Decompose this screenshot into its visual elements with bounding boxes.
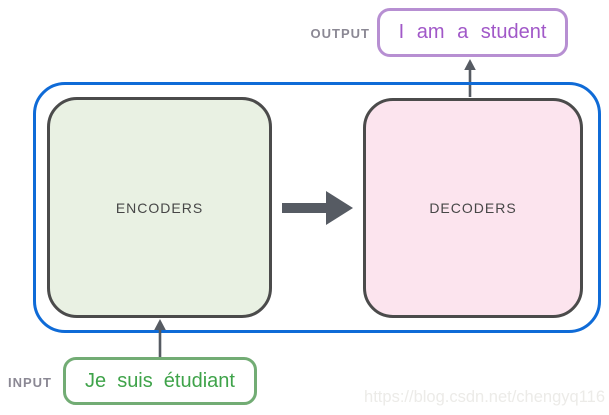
input-word: étudiant	[163, 369, 235, 392]
output-sentence-box: I am a student	[377, 8, 568, 57]
watermark-text: https://blog.csdn.net/chengyq116	[364, 388, 605, 406]
transformer-container-box	[33, 82, 601, 333]
output-word: a	[457, 21, 469, 43]
input-word: Je	[85, 369, 107, 392]
input-sentence-box: Je suis étudiant	[63, 357, 257, 405]
decoders-box: DECODERS	[363, 98, 583, 318]
input-word: suis	[117, 369, 153, 392]
decoders-label: DECODERS	[429, 200, 517, 216]
output-word: student	[480, 21, 547, 43]
output-word: I	[398, 21, 405, 43]
input-label: INPUT	[8, 375, 52, 390]
encoders-box: ENCODERS	[47, 97, 272, 318]
input-to-encoders-arrow-icon	[152, 319, 168, 358]
output-word: am	[416, 21, 445, 43]
encoders-to-decoders-arrow-icon	[282, 190, 354, 226]
output-label: OUTPUT	[310, 26, 370, 41]
encoders-label: ENCODERS	[115, 199, 204, 216]
